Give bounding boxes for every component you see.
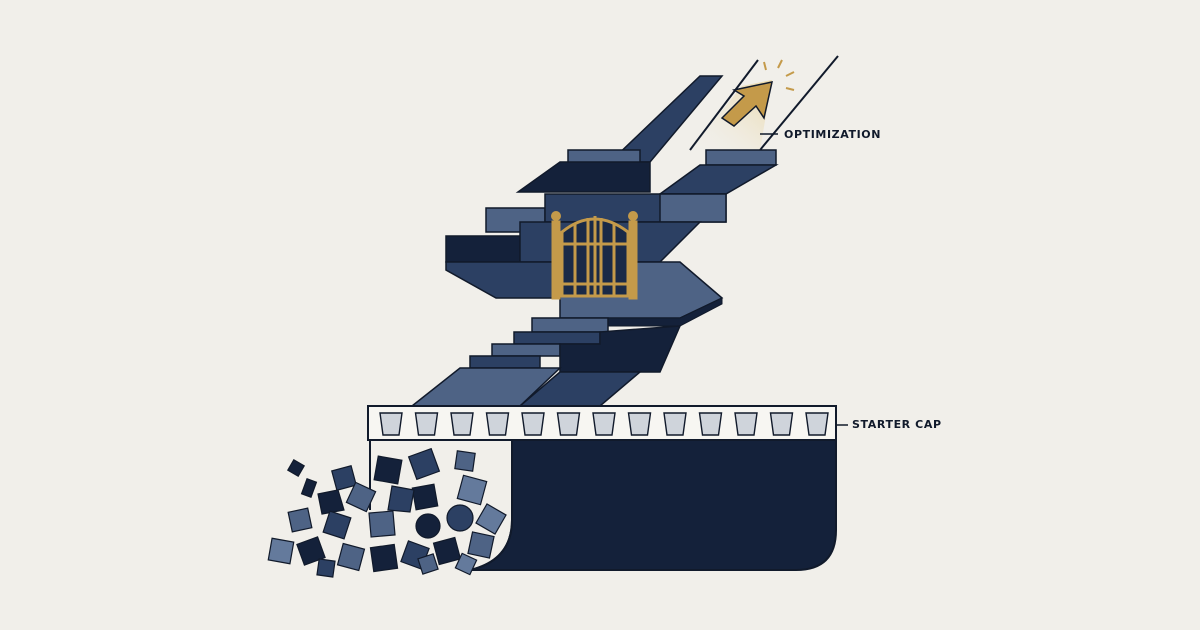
lower-step-4 [469, 355, 541, 369]
tier-two-right [657, 164, 779, 195]
lower-step-1 [531, 317, 609, 333]
rail-left-line [689, 59, 759, 151]
starter-cap-cups [379, 412, 829, 436]
tier-two-left [515, 161, 651, 193]
cap-cup [379, 412, 403, 436]
cap-cup [414, 412, 439, 436]
top-step-right [705, 149, 777, 166]
cap-cup [734, 412, 758, 436]
optimization-label: OPTIMIZATION [784, 128, 882, 141]
cap-cup [805, 412, 829, 436]
tier-four-lower [445, 261, 561, 299]
cap-cup [698, 412, 723, 436]
tier-three-block [659, 193, 727, 223]
up-right-arrow-icon [720, 59, 795, 127]
cap-cup [485, 412, 510, 436]
cap-cup [521, 412, 545, 436]
starter-cap-label: STARTER CAP [852, 418, 942, 431]
lower-step-2 [513, 331, 601, 345]
tier-four-left-block [445, 235, 521, 263]
cap-cup [450, 412, 474, 436]
lower-step-3 [491, 343, 561, 357]
cap-cup [627, 412, 652, 436]
cap-cup [663, 412, 687, 436]
gate-icon [551, 211, 638, 300]
rubble-pile [267, 447, 507, 578]
cap-cup [592, 412, 616, 436]
foundation-cavity-outline [370, 439, 513, 571]
foundation-block [469, 439, 837, 571]
cap-cup [556, 412, 581, 436]
cap-cup [769, 412, 794, 436]
